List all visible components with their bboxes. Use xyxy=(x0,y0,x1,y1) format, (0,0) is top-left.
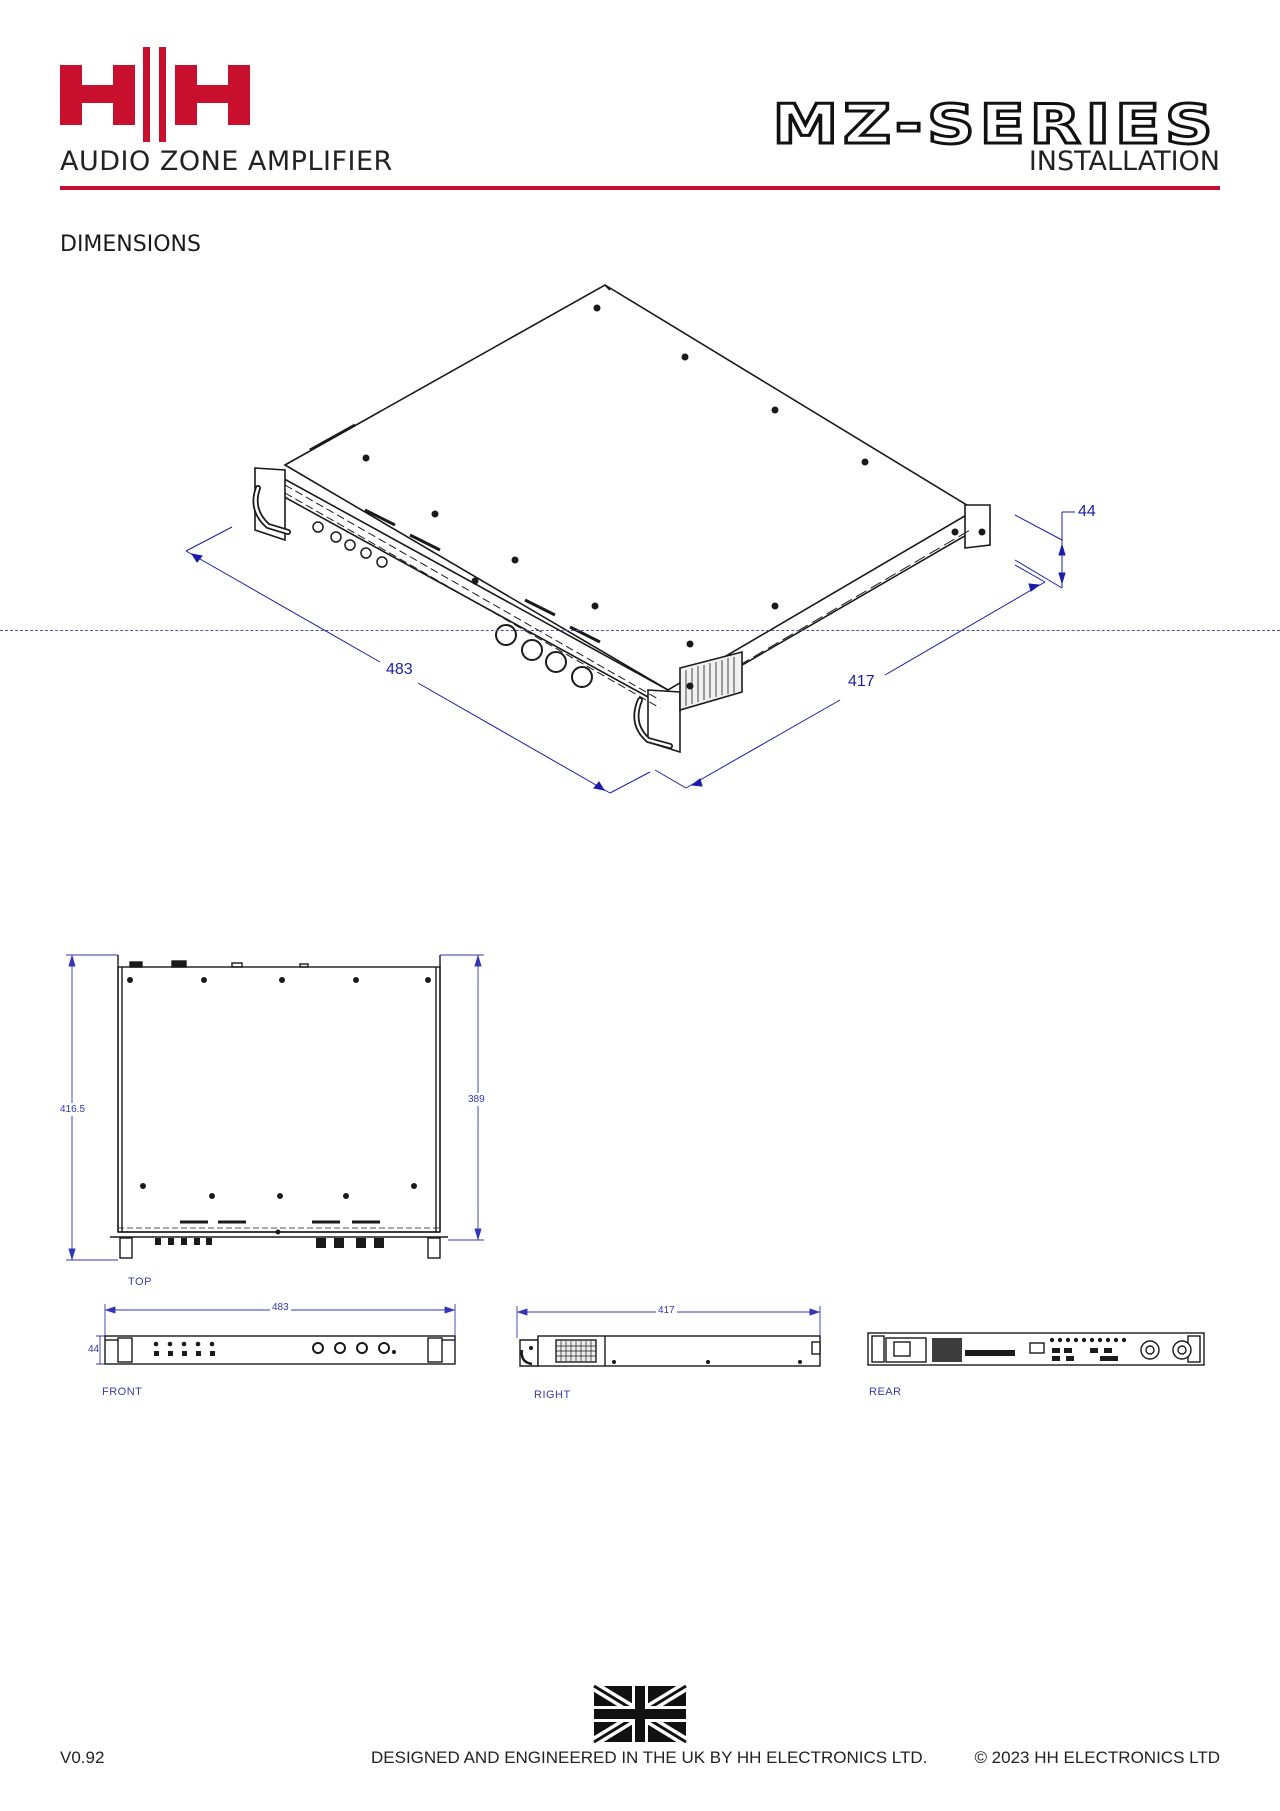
iso-depth-dim: 417 xyxy=(848,673,875,690)
series-title-logo: MZ-SERIES xyxy=(771,92,1215,158)
right-view-drawing xyxy=(516,1306,821,1367)
iso-width-dim: 483 xyxy=(386,661,413,678)
front-width-dim: 483 xyxy=(270,1302,291,1313)
isometric-drawing xyxy=(185,284,1075,794)
front-height-dim: 44 xyxy=(88,1344,100,1355)
designed-in-text: DESIGNED AND ENGINEERED IN THE UK BY HH … xyxy=(371,1748,928,1767)
rear-view-label: REAR xyxy=(869,1386,902,1398)
hh-logo xyxy=(60,47,250,142)
brand-subtitle: AUDIO ZONE AMPLIFIER xyxy=(60,146,393,177)
header-rule xyxy=(60,186,1220,190)
section-title: DIMENSIONS xyxy=(60,232,201,257)
rear-view-drawing xyxy=(867,1332,1205,1366)
top-view-drawing xyxy=(66,954,484,1261)
top-view-label: TOP xyxy=(128,1276,152,1288)
page-fold-line xyxy=(0,630,1280,631)
version-text: V0.92 xyxy=(60,1748,105,1767)
top-inner-depth-dim: 389 xyxy=(468,1093,485,1106)
iso-height-dim: 44 xyxy=(1078,503,1096,520)
right-depth-dim: 417 xyxy=(656,1305,677,1316)
top-overall-depth-dim: 416.5 xyxy=(60,1103,86,1116)
uk-flag-icon xyxy=(591,1681,689,1747)
front-view-drawing xyxy=(96,1304,456,1365)
right-view-label: RIGHT xyxy=(534,1389,571,1401)
copyright-text: © 2023 HH ELECTRONICS LTD xyxy=(974,1748,1220,1767)
series-title: MZ-SERIES xyxy=(773,93,1218,156)
front-view-label: FRONT xyxy=(102,1386,143,1398)
series-subtitle: INSTALLATION xyxy=(1028,146,1220,177)
